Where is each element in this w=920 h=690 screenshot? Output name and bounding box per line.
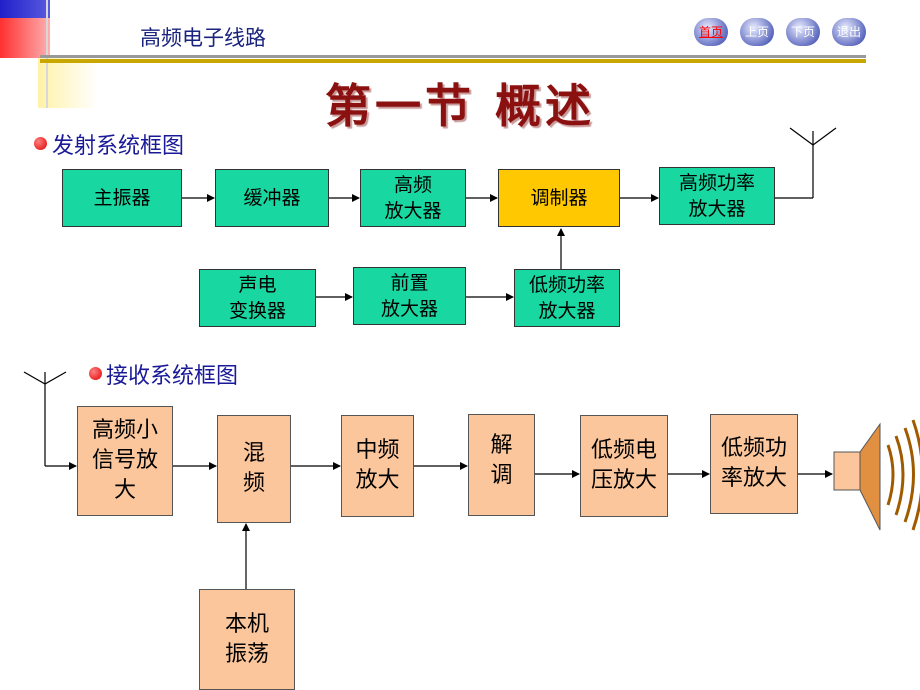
transmitter-heading: 发射系统框图 — [52, 134, 185, 159]
nav-home-button[interactable]: 首页 — [694, 18, 728, 46]
block-demodulator: 解 调 — [468, 414, 535, 516]
bullet-icon — [34, 137, 47, 150]
course-title: 高频电子线路 — [140, 26, 266, 50]
block-mixer: 混 频 — [217, 415, 291, 523]
nav-prev-button[interactable]: 上页 — [740, 18, 774, 46]
block-lf-power-amplifier-rx: 低频功 率放大 — [710, 414, 798, 514]
decor-yellow-block — [38, 58, 98, 108]
header-divider-gold — [40, 59, 866, 63]
block-transducer: 声电 变换器 — [199, 269, 316, 327]
block-rf-small-signal-amplifier: 高频小 信号放 大 — [77, 406, 173, 516]
tx-antenna-right — [812, 127, 837, 146]
block-rf-amplifier: 高频 放大器 — [360, 169, 466, 227]
speaker-icon — [833, 419, 920, 531]
nav-exit-button[interactable]: 退出 — [832, 18, 866, 46]
header-divider — [40, 55, 866, 58]
decor-vertical-line — [46, 0, 48, 108]
block-buffer: 缓冲器 — [215, 169, 329, 227]
tx-antenna-left — [789, 127, 814, 146]
block-rf-power-amplifier: 高频功率 放大器 — [659, 167, 775, 225]
block-lf-voltage-amplifier: 低频电 压放大 — [580, 415, 668, 517]
block-lf-power-amplifier: 低频功率 放大器 — [514, 269, 620, 327]
rx-antenna-right — [44, 371, 67, 385]
receiver-heading: 接收系统框图 — [106, 364, 239, 389]
decor-red-block — [0, 18, 50, 58]
section-title: 第一节 概述 — [324, 79, 595, 133]
block-modulator: 调制器 — [498, 169, 620, 227]
block-local-oscillator: 本机 振荡 — [199, 589, 295, 690]
nav-next-button[interactable]: 下页 — [786, 18, 820, 46]
rx-antenna-left — [23, 371, 46, 385]
bullet-icon — [89, 367, 102, 380]
block-main-oscillator: 主振器 — [62, 169, 182, 227]
block-if-amplifier: 中频 放大 — [341, 415, 414, 517]
block-preamplifier: 前置 放大器 — [353, 267, 466, 325]
